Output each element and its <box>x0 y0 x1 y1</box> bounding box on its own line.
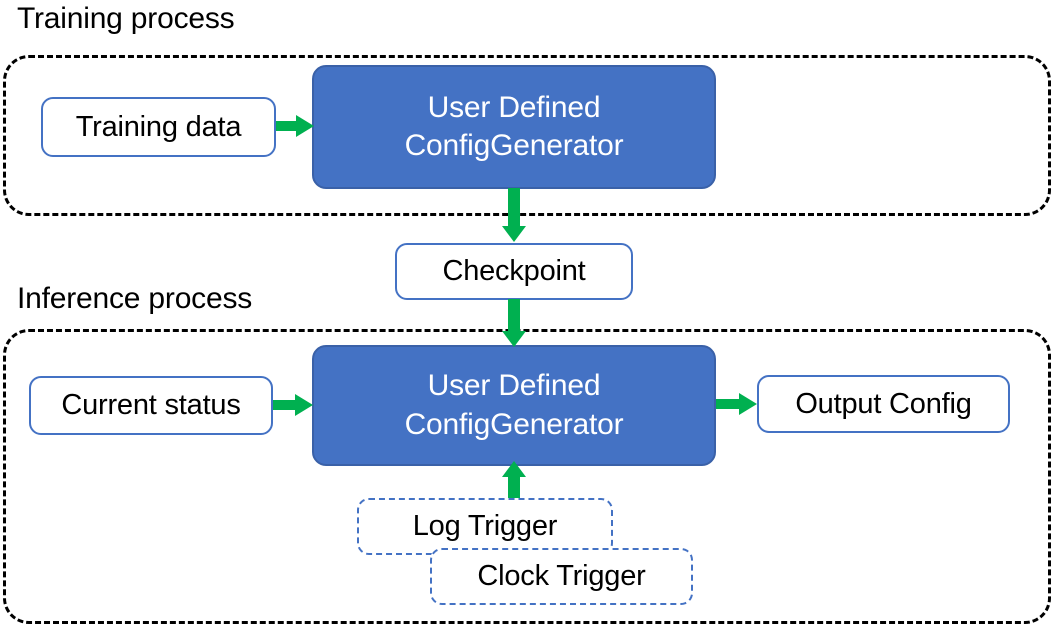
training-process-group <box>3 55 1051 216</box>
arrow-log-trigger-to-generator-icon <box>501 461 527 503</box>
node-current-status[interactable]: Current status <box>29 376 273 435</box>
arrow-checkpoint-to-generator-icon <box>500 299 528 349</box>
node-output-config[interactable]: Output Config <box>757 375 1010 433</box>
arrow-generator-to-output-config-icon <box>716 390 759 418</box>
generator-training-line-2: ConfigGenerator <box>404 129 624 162</box>
node-training-data[interactable]: Training data <box>41 97 276 157</box>
arrow-training-data-to-generator-icon <box>276 112 316 140</box>
inference-process-group <box>3 329 1051 624</box>
arrow-generator-to-checkpoint-icon <box>500 188 528 244</box>
node-clock-trigger[interactable]: Clock Trigger <box>430 548 693 605</box>
node-user-defined-config-generator-inference[interactable]: User Defined ConfigGenerator <box>312 345 716 466</box>
arrow-current-status-to-generator-icon <box>273 391 315 419</box>
generator-inference-line-1: User Defined <box>427 369 601 403</box>
training-process-title: Training process <box>17 2 235 35</box>
node-user-defined-config-generator-training[interactable]: User Defined ConfigGenerator <box>312 65 716 189</box>
generator-inference-line-2: ConfigGenerator <box>404 407 624 441</box>
node-checkpoint[interactable]: Checkpoint <box>395 243 633 300</box>
node-log-trigger[interactable]: Log Trigger <box>357 498 613 555</box>
inference-process-title: Inference process <box>17 282 253 315</box>
generator-training-line-1: User Defined <box>427 90 601 124</box>
